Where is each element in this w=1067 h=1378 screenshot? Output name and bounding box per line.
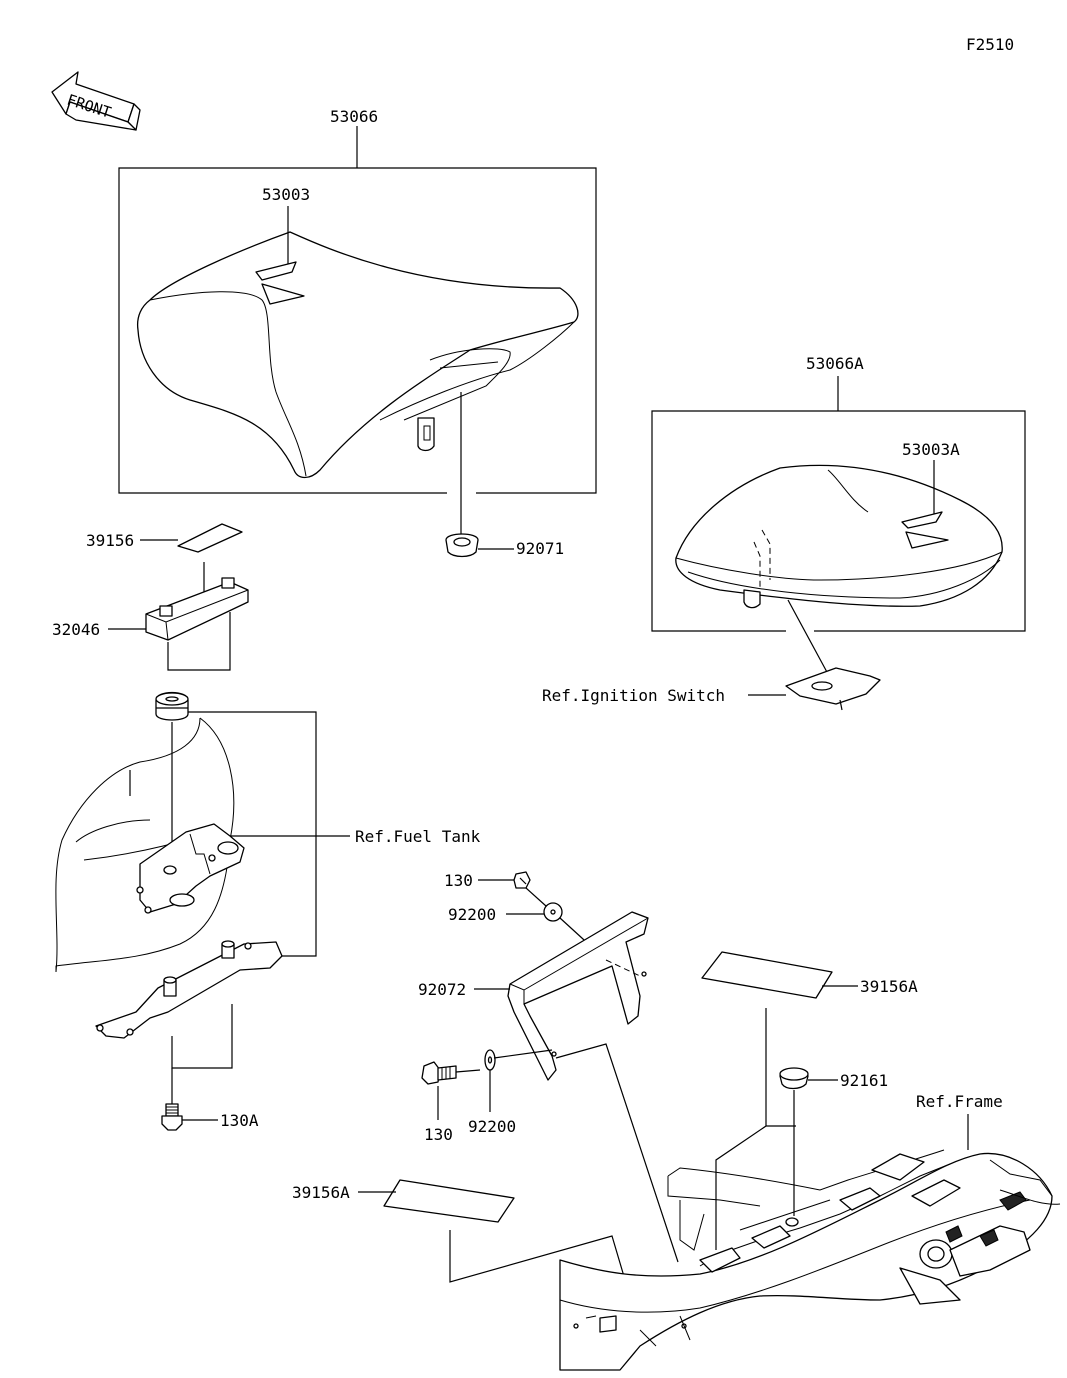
callout-39156A-right: 39156A [860, 977, 918, 996]
grommet-icon [445, 533, 479, 558]
label-39156A-left [383, 1179, 515, 1223]
callout-92161: 92161 [840, 1071, 888, 1090]
damper-icon [155, 691, 189, 721]
callout-39156A-left: 39156A [292, 1183, 350, 1202]
fuel-tank-mount-group: 39156 32046 [52, 523, 481, 1131]
callout-130A: 130A [220, 1111, 259, 1130]
ref-ignition-switch: Ref.Ignition Switch [542, 686, 725, 705]
figure-code: F2510 [966, 35, 1014, 54]
callout-130-top: 130 [444, 871, 473, 890]
rear-seat: 53003A [675, 440, 1003, 609]
callout-53066: 53066 [330, 107, 378, 126]
ref-fuel-tank: Ref.Fuel Tank [355, 827, 481, 846]
bolt-130-bottom-icon [421, 1061, 457, 1085]
bolt-130A-icon [161, 1103, 183, 1131]
front-arrow-icon: FRONT [51, 71, 141, 131]
rear-seat-group: 53066A 53003A Ref.Ignition Switch [542, 354, 1026, 711]
front-seat: 53003 [136, 185, 579, 479]
label-39156 [177, 523, 243, 553]
washer-92200-bottom-icon [484, 1049, 496, 1071]
label-39156A-right [701, 951, 833, 999]
callout-53066A: 53066A [806, 354, 864, 373]
bracket-frame-group: 130 92200 92072 [292, 871, 1061, 1371]
ref-frame: Ref.Frame [916, 1092, 1003, 1111]
callout-92071: 92071 [516, 539, 564, 558]
bolt-130-top-icon [513, 871, 531, 889]
washer-92200-top-icon [543, 902, 563, 922]
ignition-switch-bracket [785, 667, 881, 711]
callout-53003A: 53003A [902, 440, 960, 459]
callout-92072: 92072 [418, 980, 466, 999]
callout-92200-bottom: 92200 [468, 1117, 516, 1136]
lower-bracket [95, 940, 283, 1039]
bracket-92072 [507, 911, 649, 1081]
callout-53003: 53003 [262, 185, 310, 204]
seat-assy-group: 53066 53003 92071 [118, 107, 597, 558]
callout-39156: 39156 [86, 531, 134, 550]
holder-32046 [145, 577, 249, 641]
frame [559, 1149, 1061, 1371]
callout-32046: 32046 [52, 620, 100, 639]
callout-130-bottom: 130 [424, 1125, 453, 1144]
callout-92200-top: 92200 [448, 905, 496, 924]
cap-92161-icon [779, 1067, 809, 1090]
